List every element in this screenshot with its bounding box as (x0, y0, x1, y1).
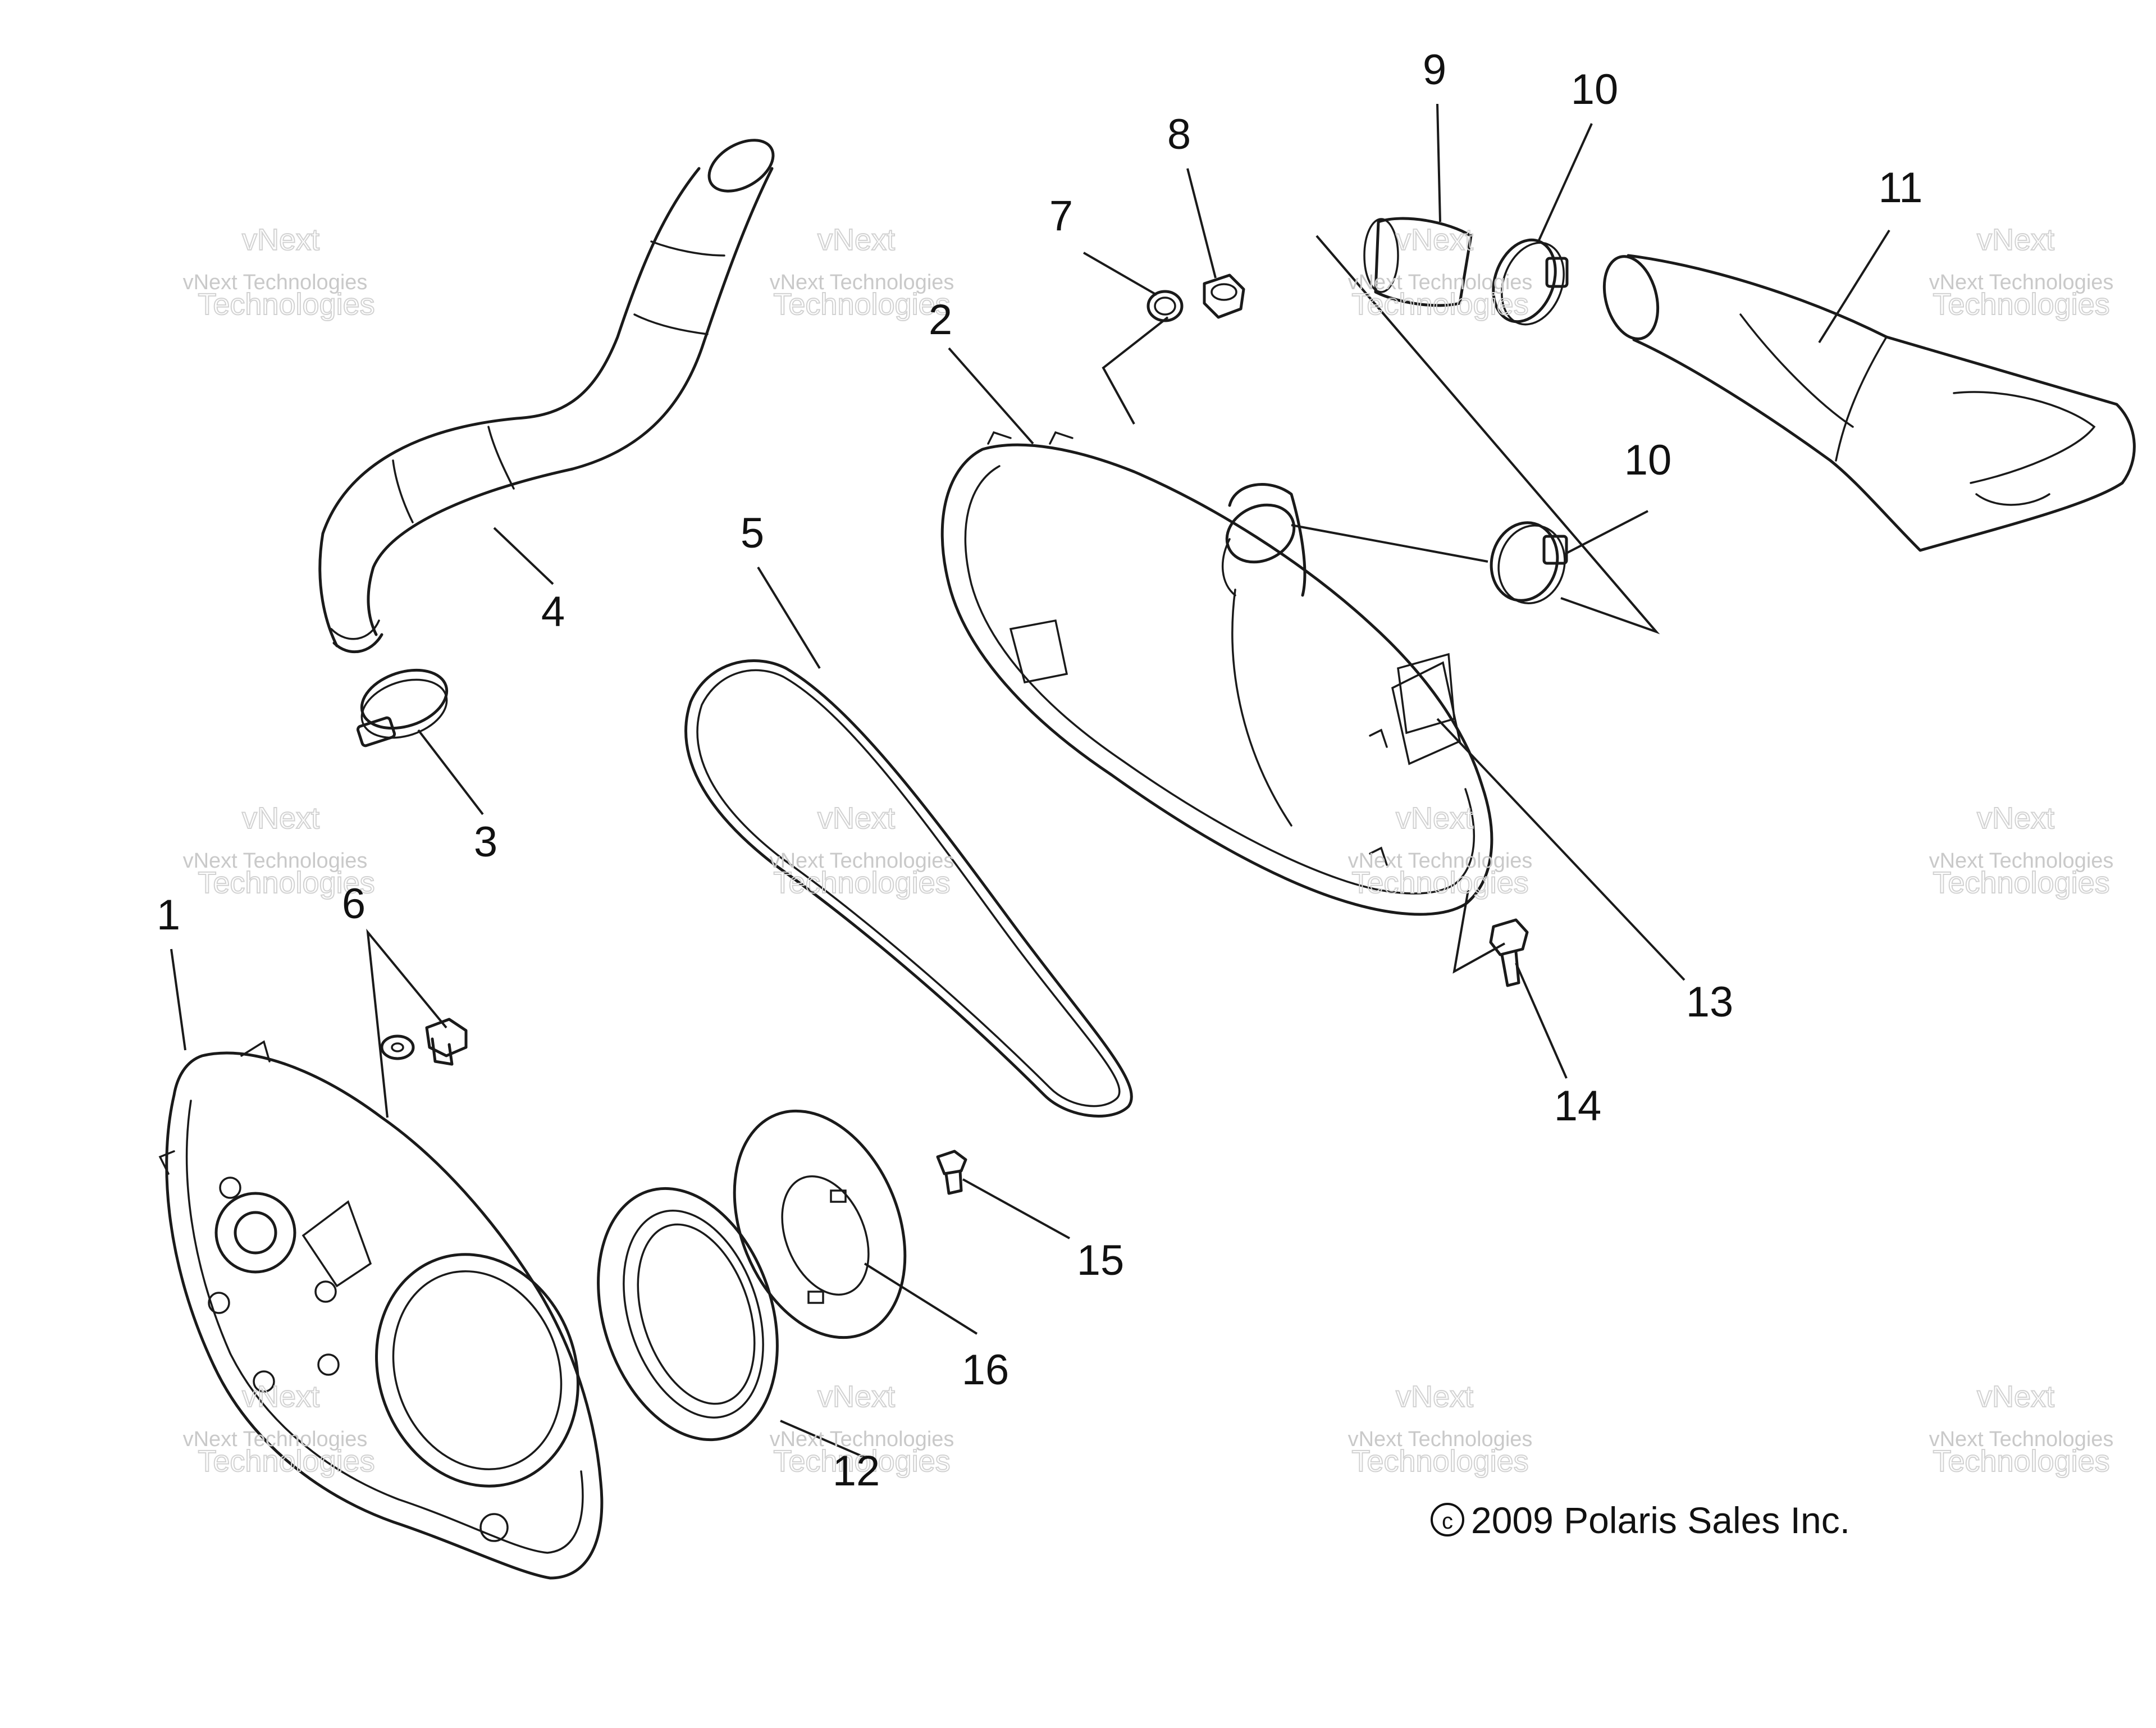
part-6-bolt-and-washer (380, 1018, 468, 1066)
svg-text:Technologies: Technologies (198, 288, 374, 321)
watermark-3: vNext vNext Technologies Technologies (1348, 222, 1533, 322)
svg-text:vNext Technologies: vNext Technologies (183, 849, 368, 873)
watermark-12: vNext vNext Technologies Technologies (1929, 1379, 2114, 1479)
copyright-text: 2009 Polaris Sales Inc. (1471, 1499, 1850, 1541)
svg-text:vNext Technologies: vNext Technologies (1929, 271, 2114, 294)
callout-15: 15 (1077, 1237, 1125, 1284)
watermark-11: vNext vNext Technologies Technologies (1348, 1379, 1533, 1479)
watermark-9: vNext vNext Technologies Technologies (183, 1379, 376, 1479)
copyright-notice: c 2009 Polaris Sales Inc. (1431, 1499, 1850, 1541)
part-2-inner-clutch-cover (940, 431, 1493, 916)
part-1-outer-clutch-cover (158, 1040, 604, 1580)
svg-text:Technologies: Technologies (773, 288, 950, 321)
svg-text:vNext Technologies: vNext Technologies (1929, 849, 2114, 873)
part-12-seal-ring (597, 1187, 779, 1442)
callout-16: 16 (962, 1346, 1010, 1394)
part-16-seal-plate (733, 1109, 907, 1339)
watermark-6: vNext vNext Technologies Technologies (770, 801, 954, 900)
svg-text:vNext Technologies: vNext Technologies (1348, 271, 1533, 294)
callout-10-lower: 10 (1624, 436, 1672, 484)
callout-14: 14 (1554, 1082, 1602, 1130)
part-11-air-intake-duct (1602, 254, 2136, 552)
part-4-intake-duct (318, 139, 775, 653)
part-7-o-ring (1146, 290, 1184, 322)
svg-text:vNext: vNext (1977, 223, 2054, 257)
svg-text:vNext Technologies: vNext Technologies (1929, 1428, 2114, 1451)
svg-text:vNext Technologies: vNext Technologies (770, 271, 954, 294)
part-5-drive-belt (684, 659, 1133, 1118)
svg-text:Technologies: Technologies (1351, 866, 1528, 900)
svg-text:vNext Technologies: vNext Technologies (1348, 1428, 1533, 1451)
svg-text:vNext Technologies: vNext Technologies (770, 849, 954, 873)
svg-text:vNext Technologies: vNext Technologies (1348, 849, 1533, 873)
svg-text:vNext: vNext (1396, 223, 1473, 257)
svg-text:vNext: vNext (1396, 801, 1473, 835)
part-3-hose-clamp (356, 668, 449, 747)
svg-text:Technologies: Technologies (1933, 1444, 2109, 1478)
watermark-10: vNext vNext Technologies Technologies (770, 1379, 954, 1479)
callout-8: 8 (1167, 111, 1191, 158)
svg-text:Technologies: Technologies (198, 1444, 374, 1478)
svg-text:vNext: vNext (1977, 1380, 2054, 1414)
part-8-plug (1203, 273, 1245, 319)
svg-text:Technologies: Technologies (1351, 1444, 1528, 1478)
watermark-8: vNext vNext Technologies Technologies (1929, 801, 2114, 900)
callout-10-upper: 10 (1571, 66, 1619, 113)
watermark-1: vNext vNext Technologies Technologies (183, 222, 376, 322)
svg-text:vNext: vNext (1396, 1380, 1473, 1414)
callout-13: 13 (1686, 978, 1734, 1026)
svg-text:Technologies: Technologies (198, 866, 374, 900)
svg-text:vNext: vNext (242, 1380, 319, 1414)
svg-text:Technologies: Technologies (773, 1444, 950, 1478)
svg-text:Technologies: Technologies (773, 866, 950, 900)
svg-text:Technologies: Technologies (1933, 288, 2109, 321)
svg-text:vNext: vNext (817, 801, 895, 835)
callout-12: 12 (833, 1447, 880, 1495)
svg-text:Technologies: Technologies (1351, 288, 1528, 321)
svg-text:vNext Technologies: vNext Technologies (183, 271, 368, 294)
watermark-2: vNext vNext Technologies Technologies (770, 222, 954, 322)
svg-text:vNext Technologies: vNext Technologies (183, 1428, 368, 1451)
callout-3: 3 (474, 818, 497, 866)
callout-9: 9 (1423, 46, 1446, 94)
callout-2: 2 (929, 296, 952, 344)
watermark-5: vNext vNext Technologies Technologies (183, 801, 376, 900)
svg-text:vNext: vNext (242, 223, 319, 257)
callout-1: 1 (157, 891, 180, 939)
svg-text:vNext: vNext (1977, 801, 2054, 835)
svg-text:Technologies: Technologies (1933, 866, 2109, 900)
svg-text:vNext: vNext (242, 801, 319, 835)
svg-text:vNext Technologies: vNext Technologies (770, 1428, 954, 1451)
callout-6: 6 (342, 880, 366, 928)
watermark-7: vNext vNext Technologies Technologies (1348, 801, 1533, 900)
leader-lines (170, 103, 1890, 1458)
svg-text:vNext: vNext (817, 1380, 895, 1414)
watermark-4: vNext vNext Technologies Technologies (1929, 222, 2114, 322)
part-9-coupler (1363, 217, 1473, 307)
svg-text:vNext: vNext (817, 223, 895, 257)
copyright-symbol-glyph: c (1442, 1509, 1453, 1534)
copyright-symbol-icon (1431, 1503, 1464, 1536)
callout-4: 4 (541, 588, 565, 636)
part-15-screw (936, 1150, 967, 1195)
callout-7: 7 (1049, 192, 1073, 240)
callout-5: 5 (741, 509, 764, 557)
part-10-clamp-lower (1490, 521, 1568, 605)
callout-11: 11 (1879, 164, 1923, 212)
